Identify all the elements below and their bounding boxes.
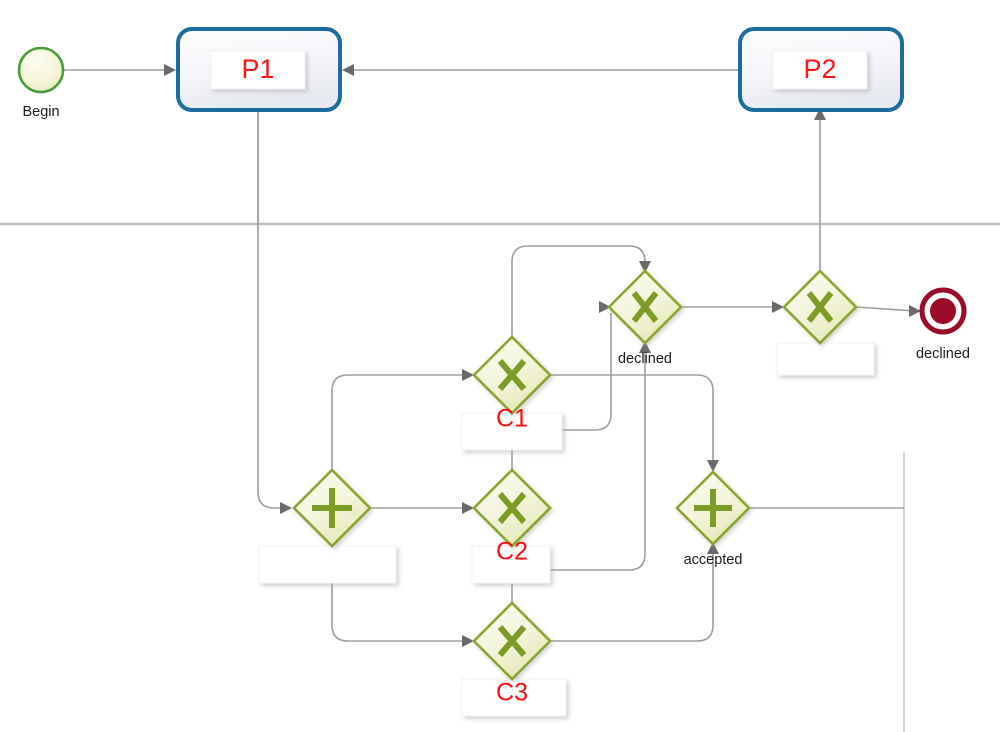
arrow-c1-to-accepted xyxy=(707,460,719,472)
label-box-c2 xyxy=(471,545,551,584)
gateway-accepted-join[interactable]: accepted xyxy=(675,470,751,568)
arrow-p2-to-p1 xyxy=(342,64,354,76)
gateway-declined-out[interactable] xyxy=(782,269,858,345)
arrow-c2-to-declined xyxy=(599,301,611,313)
arrow-declinedout-to-p2 xyxy=(814,108,826,120)
start-event-begin[interactable]: Begin xyxy=(17,46,65,120)
arrow-begin-to-p1 xyxy=(164,64,176,76)
arrow-declinedout-to-end xyxy=(909,305,921,317)
label-box-c1 xyxy=(461,412,563,451)
arrow-split-to-c3 xyxy=(462,635,474,647)
end-event-declined[interactable]: declined xyxy=(916,287,970,362)
pool-p1-label-box xyxy=(210,50,306,90)
edge-c1-to-declined xyxy=(511,245,646,337)
label-box-split xyxy=(258,545,397,584)
edge-split-to-c3 xyxy=(331,546,468,642)
arrow-c3-to-accepted xyxy=(707,542,719,554)
pool-p1-label: P1 xyxy=(241,54,274,84)
x-icon xyxy=(497,359,527,391)
end-event-label: declined xyxy=(916,346,970,362)
gateway-c2-label: C2 xyxy=(496,538,528,566)
edge-c1-to-accepted xyxy=(550,374,714,464)
gateway-split-parallel[interactable] xyxy=(292,468,372,548)
plus-icon xyxy=(312,488,352,528)
pool-p2[interactable]: P2 xyxy=(738,27,904,112)
arrow-p1-to-split xyxy=(280,502,292,514)
edge-p1-to-split xyxy=(257,110,286,509)
x-icon xyxy=(497,492,527,524)
gateway-c1-label: C1 xyxy=(496,405,528,433)
label-box-c3 xyxy=(461,678,567,717)
plus-icon xyxy=(694,489,732,527)
x-icon xyxy=(497,625,527,657)
arrow-c1-to-declined xyxy=(639,261,651,273)
end-event-core xyxy=(930,298,956,324)
gateway-c2[interactable]: C2 xyxy=(472,468,552,566)
arrow-split-to-c1 xyxy=(462,369,474,381)
pool-p2-label: P2 xyxy=(803,54,836,84)
arrow-declined-to-declinedout xyxy=(772,301,784,313)
gateway-declined-merge-label: declined xyxy=(618,351,672,367)
x-icon xyxy=(806,291,834,323)
edge-c3-to-accepted xyxy=(550,552,714,642)
pool-p2-label-box xyxy=(772,50,868,90)
x-icon xyxy=(631,291,659,323)
edge-declinedout-to-end xyxy=(855,306,916,312)
gateway-accepted-join-label: accepted xyxy=(684,552,743,568)
gateway-declined-merge[interactable]: declined xyxy=(607,269,683,367)
start-event-circle[interactable] xyxy=(17,46,65,94)
label-box-declined-out xyxy=(776,342,875,376)
start-event-label: Begin xyxy=(22,104,59,120)
pool-p1[interactable]: P1 xyxy=(176,27,342,112)
arrow-c3-to-declined xyxy=(639,341,651,353)
gateway-c3-label: C3 xyxy=(496,679,528,707)
edge-split-to-c1 xyxy=(331,374,468,470)
arrow-split-to-c2 xyxy=(462,502,474,514)
label-box-layer xyxy=(258,342,875,717)
gateway-c1[interactable]: C1 xyxy=(472,335,552,433)
edge-layer xyxy=(63,64,921,647)
gateway-c3[interactable]: C3 xyxy=(472,601,552,707)
